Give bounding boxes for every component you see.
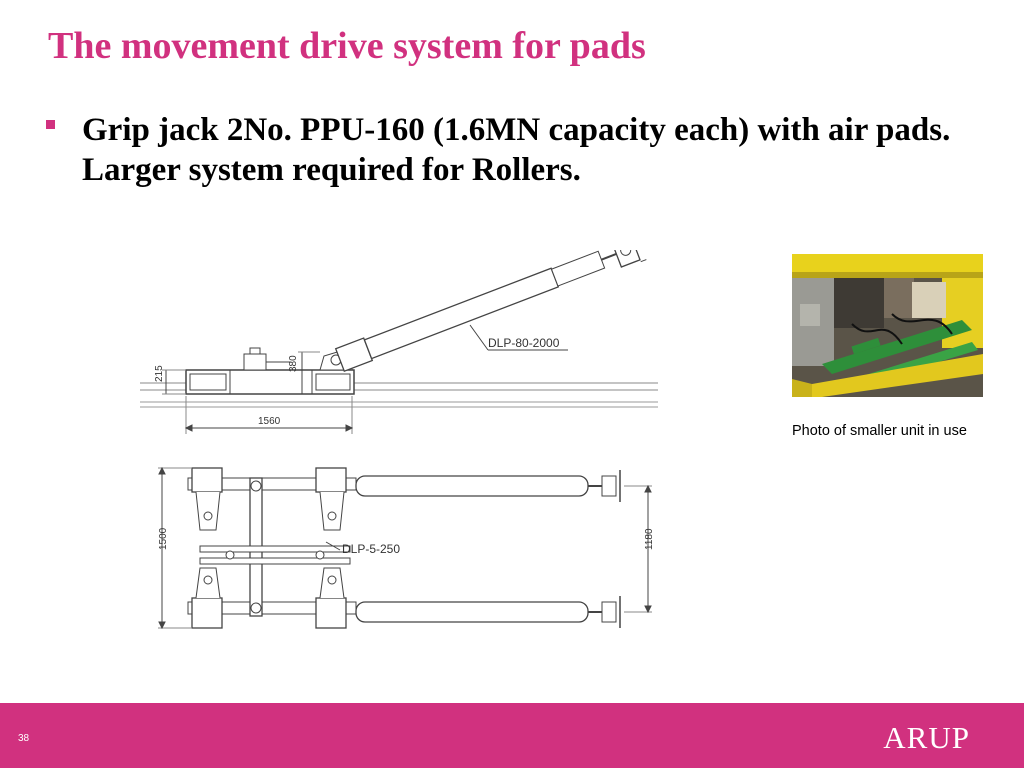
bullet-item: Grip jack 2No. PPU-160 (1.6MN capacity e… (46, 110, 996, 190)
side-view (140, 250, 658, 434)
technical-drawing: DLP-80-2000 215 380 1560 (140, 250, 658, 630)
arup-logo: ARUP (883, 720, 970, 755)
dim-height-label: 215 (154, 365, 165, 382)
unit-photo (792, 254, 983, 397)
jack-label: DLP-5-250 (342, 542, 400, 556)
dim-pivot-label: 380 (288, 355, 299, 372)
dim-width-label: 1500 (158, 527, 169, 550)
plan-view (158, 466, 652, 630)
ram-label: DLP-80-2000 (488, 336, 560, 350)
photo-caption: Photo of smaller unit in use (792, 423, 967, 439)
dim-track-label: 1180 (644, 528, 655, 550)
slide-title: The movement drive system for pads (48, 25, 646, 67)
bullet-text: Grip jack 2No. PPU-160 (1.6MN capacity e… (82, 112, 951, 188)
footer-bar: 38 ARUP (0, 703, 1024, 768)
dim-length-label: 1560 (258, 416, 281, 427)
page-number: 38 (18, 733, 30, 744)
square-bullet-icon (46, 120, 55, 129)
